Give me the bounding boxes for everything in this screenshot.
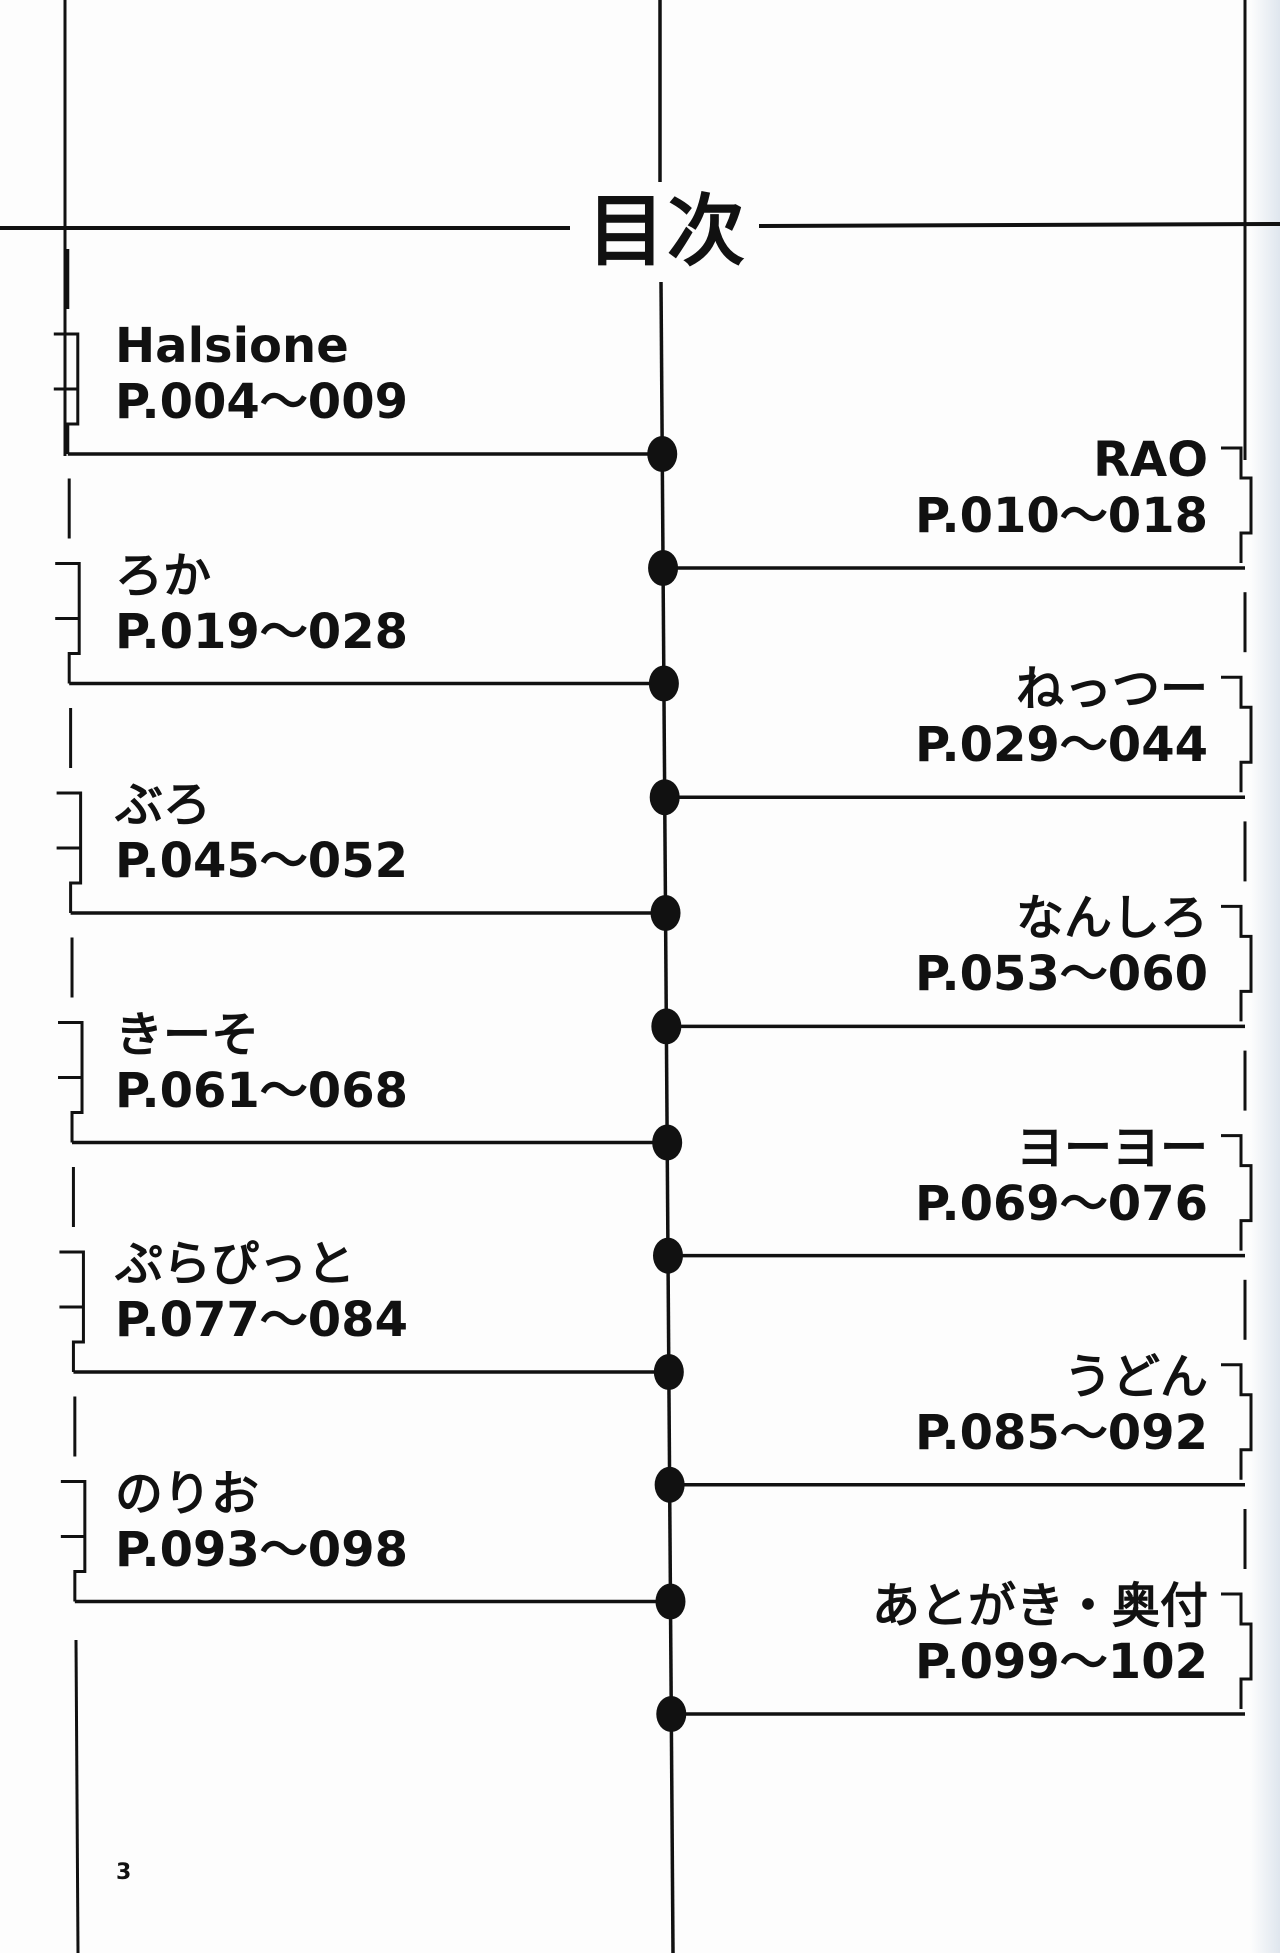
entry-pages: P.010～018: [915, 488, 1208, 544]
entry-pages: P.077～084: [115, 1292, 408, 1348]
entry-pages: P.045～052: [115, 833, 408, 889]
timeline-dot: [648, 550, 679, 586]
entry-name: ぶろ: [115, 777, 212, 833]
entry-pages: P.004～009: [115, 374, 408, 430]
timeline-dot: [652, 1124, 683, 1161]
page-edge-shadow: [1250, 0, 1280, 1953]
entry-name: Halsione: [115, 318, 349, 374]
timeline-dot: [651, 1008, 682, 1045]
entry-pages: P.093～098: [115, 1521, 408, 1578]
bracket-mark: [1221, 904, 1253, 1022]
bracket-mark: [1221, 675, 1253, 793]
entry-name: なんしろ: [1015, 890, 1208, 947]
entry-name: うどん: [1063, 1348, 1208, 1405]
entry-name: ヨーヨー: [1015, 1119, 1208, 1176]
bracket-mark: [1221, 446, 1253, 563]
entry-pages: P.061～068: [115, 1062, 408, 1119]
entry-name: ぷらぴっと: [115, 1236, 356, 1292]
entry-pages: P.019～028: [115, 603, 408, 660]
page-title: 目次: [575, 182, 760, 282]
timeline-dot: [648, 665, 679, 702]
entry-name: のりお: [115, 1465, 260, 1522]
entry-pages: P.029～044: [915, 717, 1208, 774]
bracket-mark: [53, 332, 80, 454]
timeline-dot: [654, 1466, 685, 1503]
bracket-mark: [59, 1250, 85, 1372]
timeline-dot: [647, 436, 678, 472]
entry-name: きーそ: [115, 1006, 260, 1063]
bracket-mark: [58, 1021, 84, 1143]
title-rule-right: [754, 222, 1280, 228]
timeline-dot: [650, 895, 681, 931]
bracket-mark: [1221, 1363, 1253, 1480]
timeline-dot: [655, 1583, 686, 1620]
entry-name: あとがき・奥付: [871, 1578, 1208, 1634]
entry-name: ろか: [115, 547, 212, 604]
entry-pages: P.053～060: [915, 946, 1208, 1003]
page-number: 3: [116, 1860, 132, 1885]
bracket-mark: [1221, 1592, 1253, 1709]
bracket-mark: [60, 1480, 87, 1602]
bracket-mark: [1221, 1134, 1253, 1251]
timeline-dot: [656, 1696, 687, 1732]
left-line-bottom: [74, 1639, 80, 1953]
entry-name: RAO: [1093, 432, 1208, 488]
entry-pages: P.099～102: [915, 1634, 1208, 1690]
bracket-mark: [55, 562, 81, 684]
entry-pages: P.069～076: [915, 1175, 1208, 1232]
timeline-dot: [649, 779, 680, 816]
bracket-mark: [56, 791, 83, 913]
timeline-dot: [652, 1237, 683, 1274]
entry-pages: P.085～092: [915, 1404, 1208, 1461]
timeline-dot: [653, 1354, 684, 1390]
entry-name: ねっつー: [1015, 661, 1208, 718]
